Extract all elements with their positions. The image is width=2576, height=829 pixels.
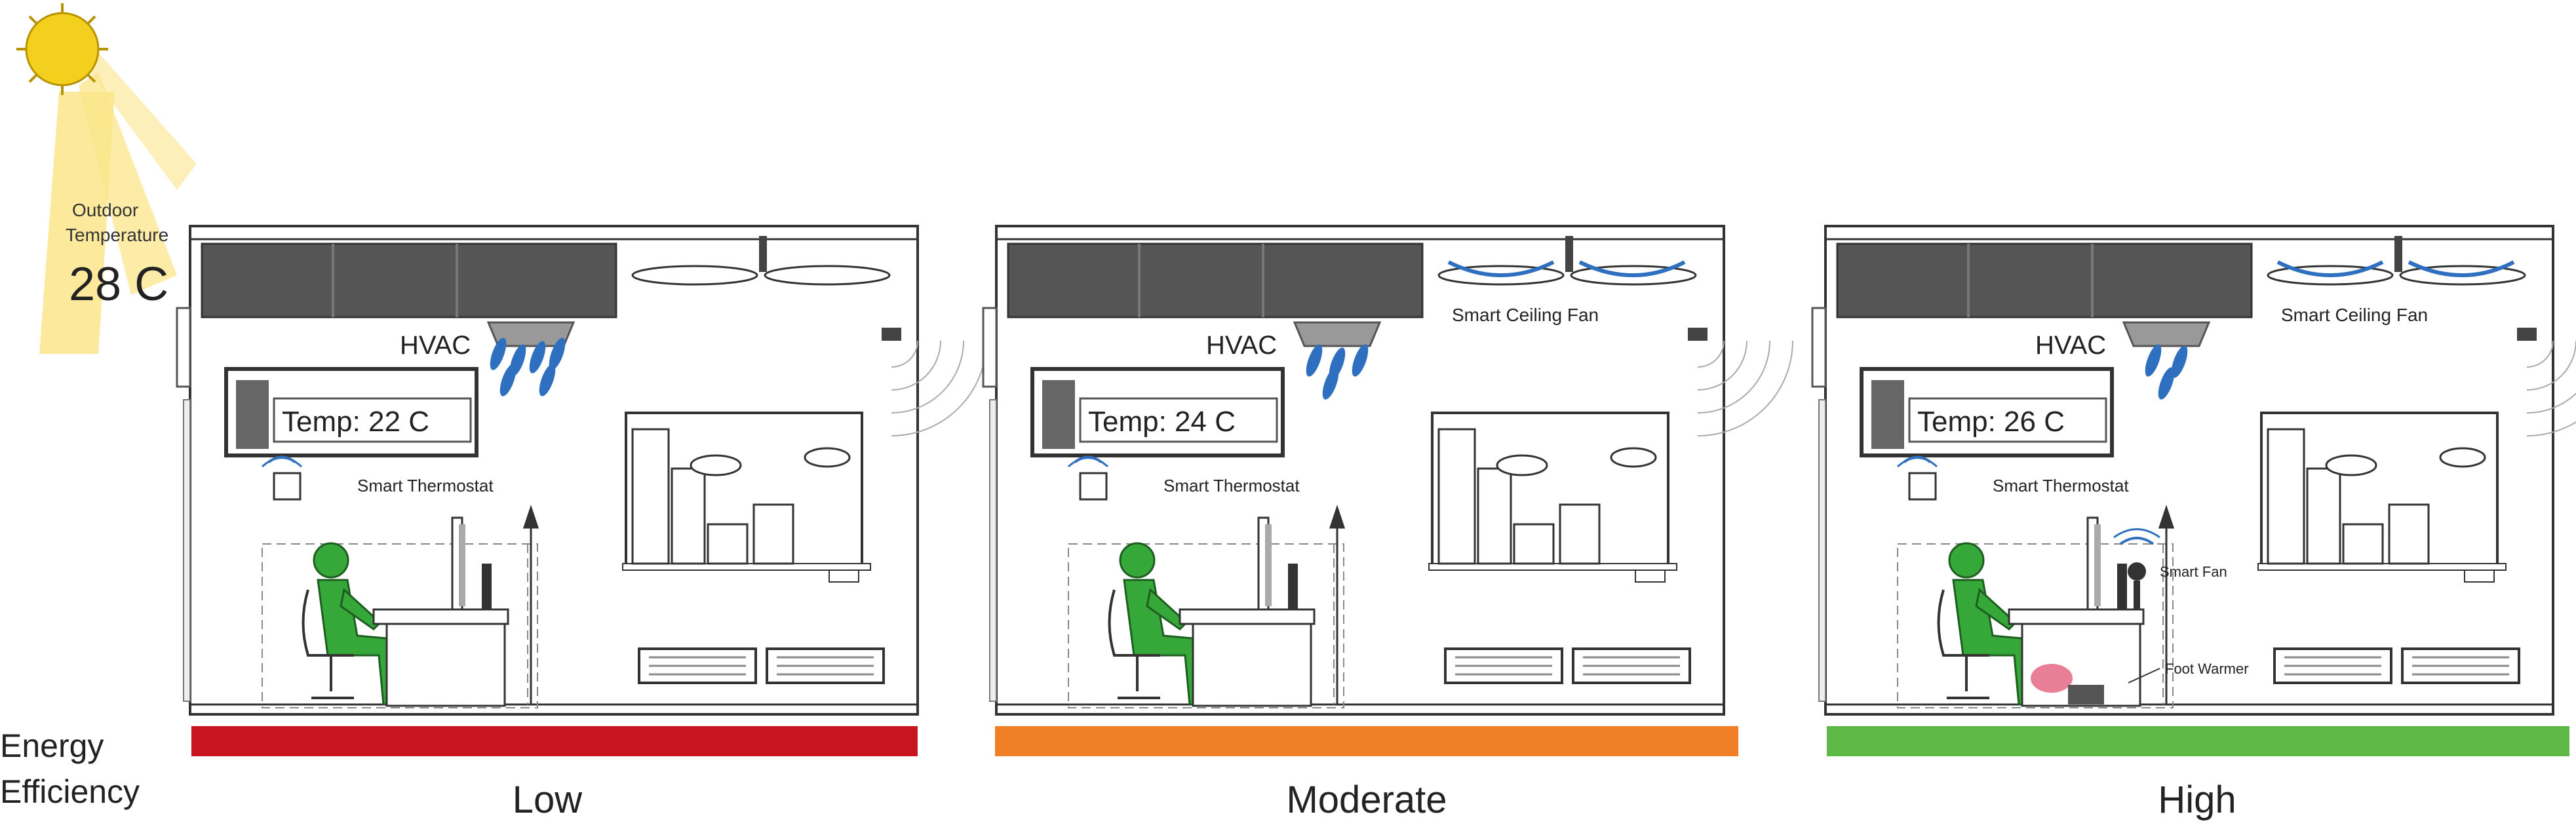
desk-lamp-icon xyxy=(482,564,492,609)
smart-thermostat-icon xyxy=(1079,472,1108,501)
ceiling-fan-icon xyxy=(631,236,891,286)
floor-lamp-icon xyxy=(1329,505,1346,704)
smart-ceiling-fan-label: Smart Ceiling Fan xyxy=(1452,305,1599,325)
thermostat-display xyxy=(224,367,478,457)
thermostat-display xyxy=(1860,367,2114,457)
thermostat-temp: Temp: 24 C xyxy=(1088,406,1236,438)
floor-lamp-icon xyxy=(2158,505,2175,704)
outdoor-temperature-value: 28 C xyxy=(69,258,168,311)
floor-lamp-icon xyxy=(522,505,539,704)
building-icon xyxy=(1437,428,1476,565)
hvac-unit xyxy=(1007,242,1424,347)
hvac-unit xyxy=(1836,242,2253,347)
radiator-icon xyxy=(638,647,885,684)
smart-thermostat-label: Smart Thermostat xyxy=(1993,476,2129,495)
desk-icon xyxy=(372,516,509,707)
hvac-label: HVAC xyxy=(2035,331,2106,360)
camera-icon xyxy=(882,328,901,341)
camera-icon xyxy=(1688,328,1708,341)
radiator-icon xyxy=(1444,647,1691,684)
city-window xyxy=(2257,412,2507,583)
hvac-airflow-icon xyxy=(1306,344,1369,400)
hvac-unit xyxy=(201,242,617,347)
smart-ceiling-fan-label: Smart Ceiling Fan xyxy=(2281,305,2428,325)
wifi-signal-icon xyxy=(2526,340,2576,436)
building-icon xyxy=(2267,428,2305,565)
desk-lamp-icon xyxy=(2117,564,2127,609)
hvac-label: HVAC xyxy=(400,331,471,360)
outdoor-label-line2: Temperature xyxy=(66,225,168,245)
thermostat-temp: Temp: 26 C xyxy=(1917,406,2065,438)
chair-icon xyxy=(302,589,354,699)
smart-fan-label: Smart Fan xyxy=(2160,564,2227,580)
foot-warmer-icon xyxy=(2031,664,2104,704)
chair-icon xyxy=(1108,589,1160,699)
building-icon xyxy=(631,428,670,565)
thermostat-display xyxy=(1030,367,1285,457)
chair-icon xyxy=(1937,589,1989,699)
wifi-signal-icon xyxy=(891,340,987,436)
energy-label-line1: Energy xyxy=(0,727,104,764)
cloud-icon xyxy=(690,454,742,476)
sun-icon xyxy=(16,3,197,354)
smart-ceiling-fan-icon xyxy=(2267,236,2526,286)
hvac-label: HVAC xyxy=(1206,331,1277,360)
efficiency-label-low: Low xyxy=(513,779,583,821)
efficiency-bar-high xyxy=(1827,726,2569,756)
efficiency-bar-low xyxy=(191,726,918,756)
city-window xyxy=(1428,412,1677,583)
wifi-signal-icon xyxy=(1697,340,1793,436)
camera-icon xyxy=(2517,328,2537,341)
desk-lamp-icon xyxy=(1288,564,1298,609)
hvac-airflow-icon xyxy=(490,337,566,396)
smart-thermostat-label: Smart Thermostat xyxy=(357,476,494,495)
smart-thermostat-label: Smart Thermostat xyxy=(1163,476,1300,495)
efficiency-bar-moderate xyxy=(995,726,1738,756)
city-window xyxy=(622,412,871,583)
smart-ceiling-fan-icon xyxy=(1437,236,1697,286)
smart-thermostat-icon xyxy=(1908,472,1937,501)
thermostat-temp: Temp: 22 C xyxy=(282,406,429,438)
energy-label-line2: Efficiency xyxy=(0,773,140,810)
efficiency-label-high: High xyxy=(2158,779,2236,821)
cloud-icon xyxy=(1496,454,1548,476)
desk-icon xyxy=(1179,516,1316,707)
hvac-airflow-icon xyxy=(2145,344,2188,400)
foot-warmer-label: Foot Warmer xyxy=(2165,661,2249,677)
radiator-icon xyxy=(2273,647,2520,684)
smart-thermostat-icon xyxy=(273,472,302,501)
smart-fan-icon xyxy=(2113,528,2160,610)
cloud-icon xyxy=(2325,454,2377,476)
desk-icon xyxy=(2008,516,2145,707)
room-1: HVAC Temp: 22 C Smart Thermostat xyxy=(176,225,987,716)
outdoor-label-line1: Outdoor xyxy=(72,200,138,220)
efficiency-label-moderate: Moderate xyxy=(1286,779,1447,821)
